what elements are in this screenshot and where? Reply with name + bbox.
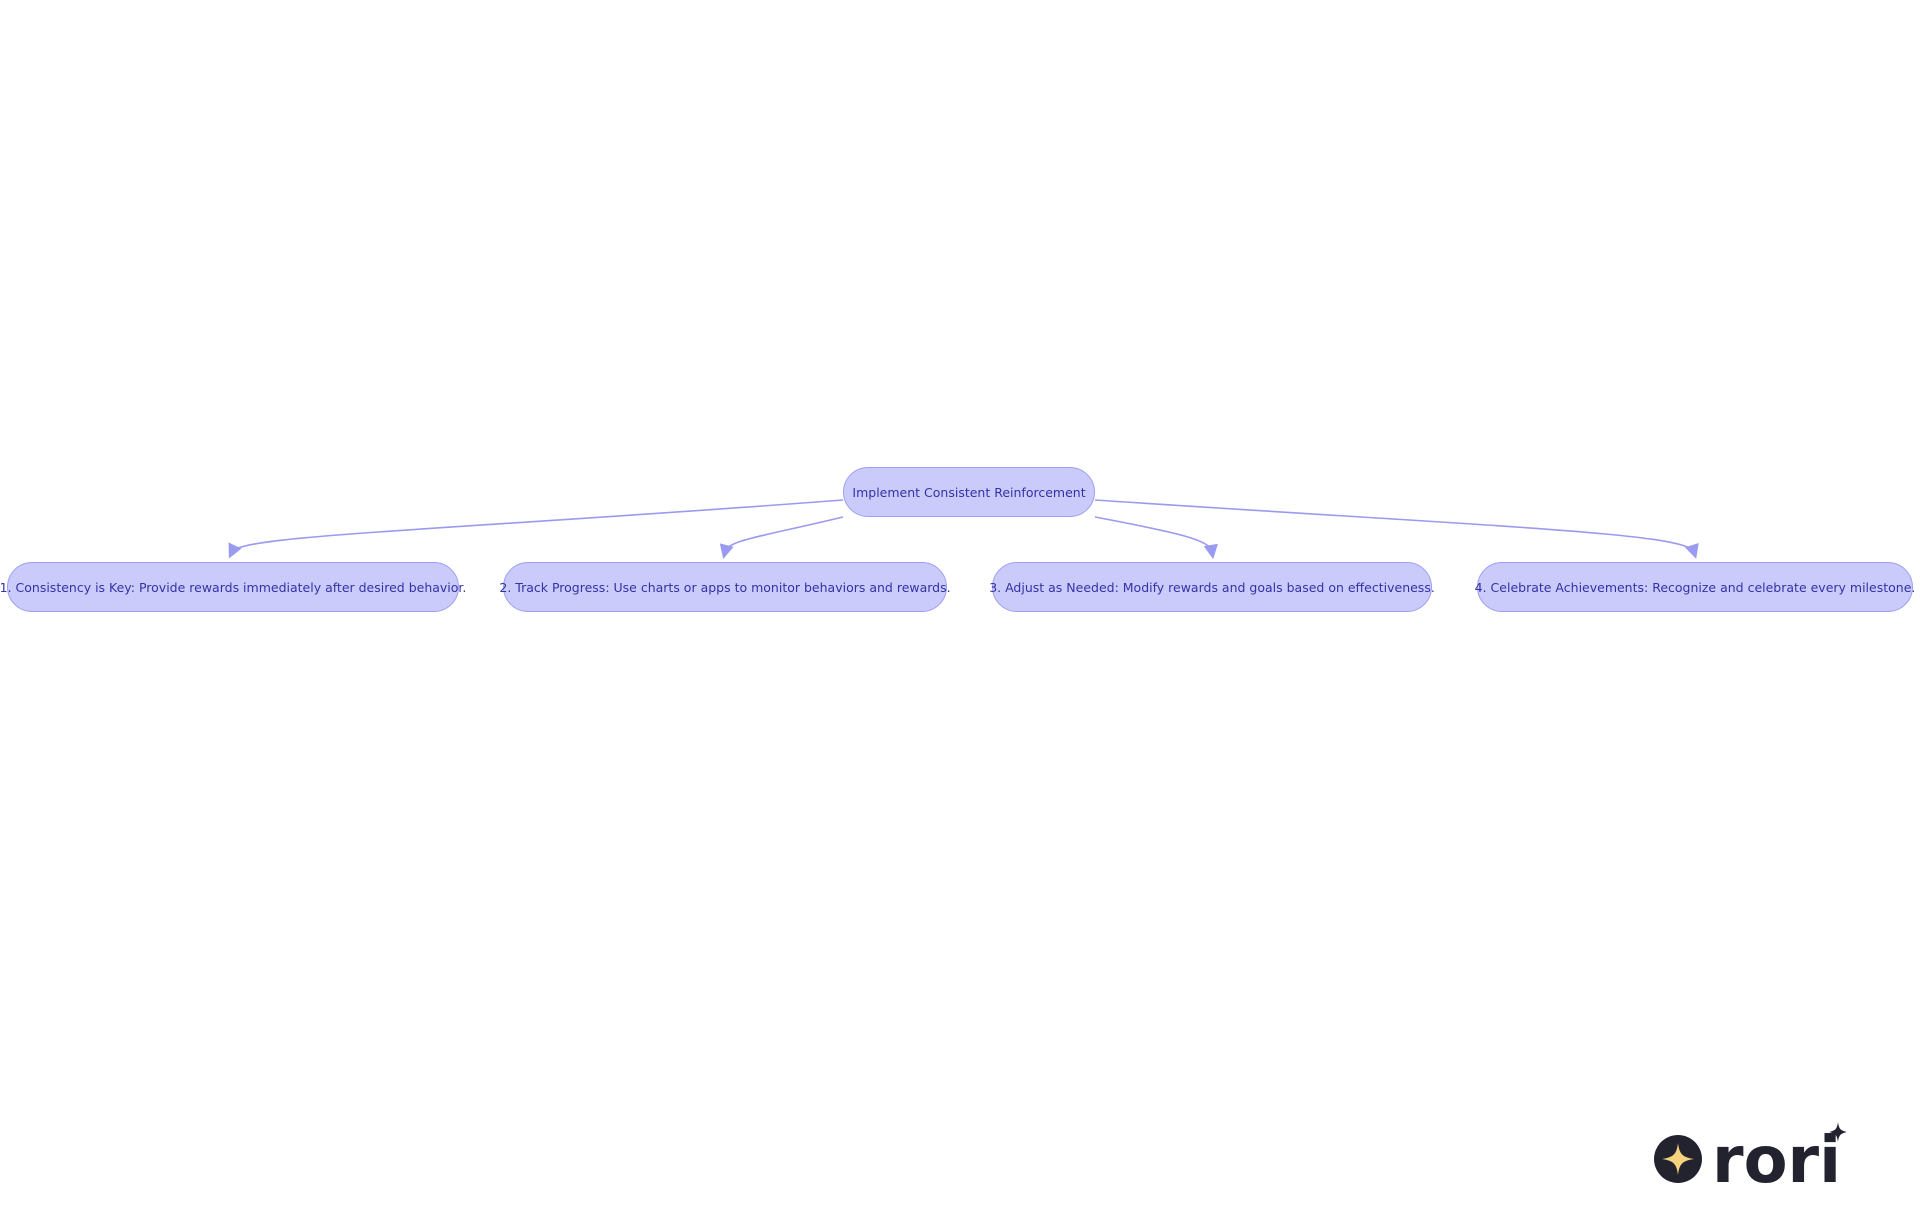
- logo-star-icon: [1662, 1143, 1694, 1175]
- step-node-2-label: 2. Track Progress: Use charts or apps to…: [499, 579, 951, 595]
- step-node-1: 1. Consistency is Key: Provide rewards i…: [0, 562, 466, 612]
- edge-root-to-step-4: [1094, 499, 1699, 559]
- edge-root-to-step-3: [1094, 516, 1218, 560]
- step-node-4: 4. Celebrate Achievements: Recognize and…: [1474, 562, 1916, 612]
- step-node-4-label: 4. Celebrate Achievements: Recognize and…: [1474, 579, 1916, 595]
- root-node-label: Implement Consistent Reinforcement: [852, 484, 1086, 500]
- logo-sparkle-icon: [1829, 1122, 1847, 1142]
- step-node-1-label: 1. Consistency is Key: Provide rewards i…: [0, 579, 467, 595]
- root-node: Implement Consistent Reinforcement: [843, 467, 1095, 517]
- logo-wordmark: rori: [1712, 1124, 1841, 1186]
- edge-root-to-step-2: [719, 516, 844, 559]
- step-node-3: 3. Adjust as Needed: Modify rewards and …: [989, 562, 1435, 612]
- step-node-2: 2. Track Progress: Use charts or apps to…: [499, 562, 951, 612]
- step-node-3-label: 3. Adjust as Needed: Modify rewards and …: [989, 579, 1435, 595]
- edge-root-to-step-1: [228, 499, 844, 559]
- rori-logo: rori: [1654, 1122, 1847, 1186]
